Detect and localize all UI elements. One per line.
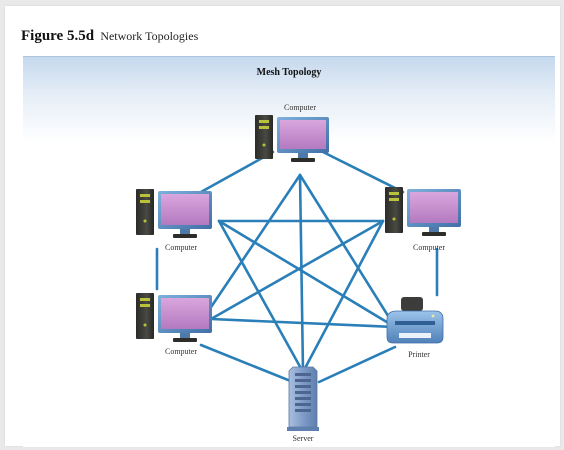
link-upper-left-server <box>217 219 305 374</box>
figure-caption: Figure 5.5d Network Topologies <box>21 28 198 45</box>
computer-icon <box>385 187 461 236</box>
link-lower-left-server <box>199 343 295 384</box>
diagram-title: Mesh Topology <box>256 67 322 78</box>
link-top-server <box>298 173 305 374</box>
link-top-lower-left <box>201 173 302 321</box>
computer-icon <box>255 115 329 162</box>
node-label-top: Computer <box>284 103 316 112</box>
link-printer-server <box>317 345 397 384</box>
page: Figure 5.5d Network Topologies Mesh Topo… <box>5 6 560 447</box>
computer-icon <box>136 189 212 238</box>
figure-number: Figure 5.5d <box>21 28 95 44</box>
node-label-server: Server <box>293 434 314 443</box>
link-top-upper-right <box>321 150 405 194</box>
link-upper-left-printer <box>217 219 397 329</box>
diagram-panel: Mesh Topology <box>23 56 555 447</box>
link-top-printer <box>298 173 397 329</box>
link-upper-right-server <box>301 219 385 374</box>
computer-icon <box>136 293 212 342</box>
node-label-printer: Printer <box>408 350 430 359</box>
server-icon <box>287 366 319 431</box>
link-lower-left-printer <box>209 317 397 329</box>
node-label-upper-left: Computer <box>165 243 197 252</box>
printer-icon <box>386 297 444 344</box>
figure-title: Network Topologies <box>100 29 199 43</box>
mesh-links <box>155 150 439 384</box>
node-label-lower-left: Computer <box>165 347 197 356</box>
mesh-diagram: Computer Computer <box>136 103 461 443</box>
link-upper-right-lower-left <box>209 219 385 321</box>
node-label-upper-right: Computer <box>413 243 445 252</box>
